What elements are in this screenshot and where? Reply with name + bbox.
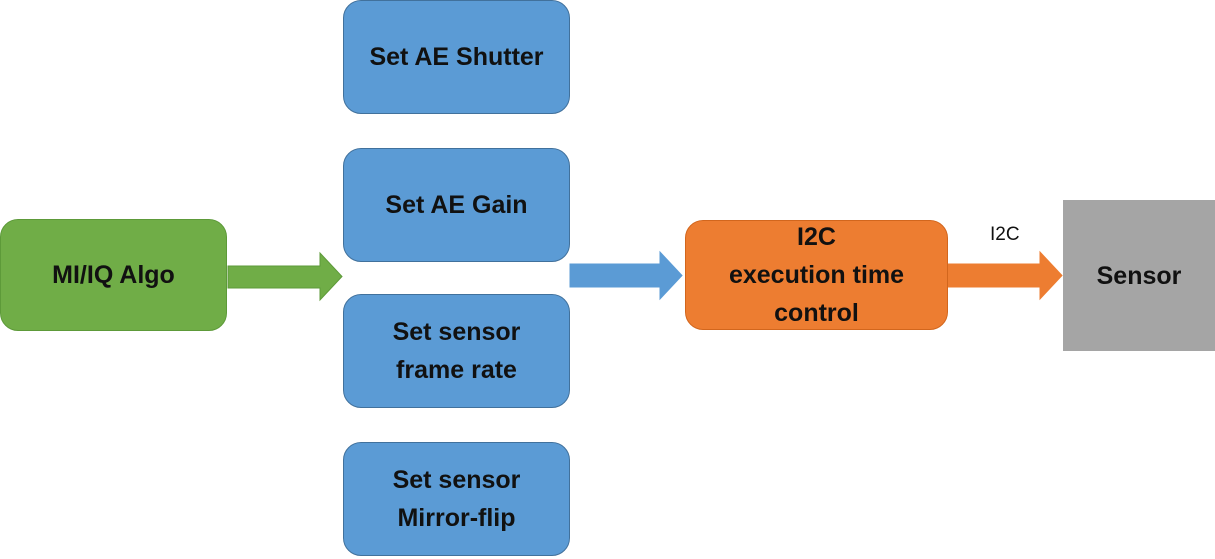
arrow-i2c-to-sensor: [947, 250, 1063, 301]
node-label-line-1: Set sensor: [392, 318, 521, 346]
arrow-algo-to-settings: [227, 251, 343, 302]
node-i2c-execution-time-control: I2C execution time control: [685, 220, 948, 330]
node-label-line-1: I2C: [797, 223, 836, 251]
node-label-line-2: frame rate: [396, 356, 517, 384]
node-label-line-3: control: [774, 299, 859, 327]
node-label: Set AE Gain: [385, 191, 528, 219]
node-set-ae-gain: Set AE Gain: [343, 148, 570, 262]
node-label-line-1: Set sensor: [392, 466, 521, 494]
node-set-sensor-frame-rate: Set sensor frame rate: [343, 294, 570, 408]
node-mi-iq-algo: MI/IQ Algo: [0, 219, 227, 331]
node-sensor: Sensor: [1063, 200, 1215, 351]
edge-label-i2c: I2C: [990, 224, 1020, 245]
node-label: Set AE Shutter: [369, 43, 544, 71]
node-label-line-2: execution time: [728, 261, 905, 289]
node-set-ae-shutter: Set AE Shutter: [343, 0, 570, 114]
node-label: MI/IQ Algo: [52, 261, 175, 289]
arrow-settings-to-i2c: [569, 250, 683, 301]
node-label-line-2: Mirror-flip: [397, 504, 516, 532]
node-label: Sensor: [1096, 261, 1182, 290]
node-set-sensor-mirror-flip: Set sensor Mirror-flip: [343, 442, 570, 556]
